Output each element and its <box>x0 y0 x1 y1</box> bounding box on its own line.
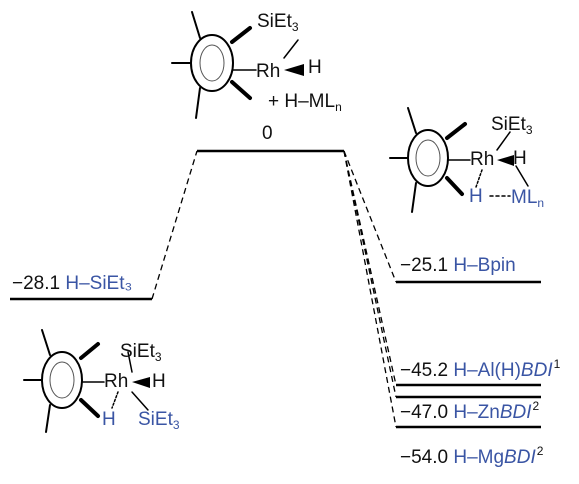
level-label-bpin: −25.1 H–Bpin <box>400 255 516 276</box>
bottom-metal-label: Rh <box>104 371 129 392</box>
bottom-silyl-label: SiEt3 <box>120 341 162 364</box>
bottom-bridge-hydride-label: H <box>102 409 116 430</box>
structure-right <box>389 107 529 213</box>
top-energy-label: 0 <box>262 123 273 144</box>
top-silyl-label: SiEt3 <box>257 11 299 34</box>
level-label-mg: −54.0 H–MgBDI2 <box>400 444 544 468</box>
level-label-al: −45.2 H–Al(H)BDI1 <box>400 357 561 381</box>
left-level-label: −28.1 H–SiEt₃ <box>12 273 133 294</box>
top-reagent-label: + H–MLn <box>268 91 342 114</box>
right-bridge-hydride-label: H <box>469 186 483 207</box>
bottom-hydride-label: H <box>152 371 166 392</box>
connectors <box>151 150 397 428</box>
structure-top <box>171 11 304 119</box>
top-metal-label: Rh <box>256 61 281 82</box>
bottom-silyl2-label: SiEt3 <box>138 409 180 432</box>
top-hydride-label: H <box>308 57 322 78</box>
right-hydride-label: H <box>513 148 527 169</box>
right-ml-label: MLn <box>511 187 545 210</box>
level-label-zn: −47.0 H–ZnBDI2 <box>400 399 540 423</box>
structure-bottom <box>23 329 150 433</box>
right-metal-label: Rh <box>470 149 495 170</box>
right-silyl-label: SiEt3 <box>491 114 533 137</box>
